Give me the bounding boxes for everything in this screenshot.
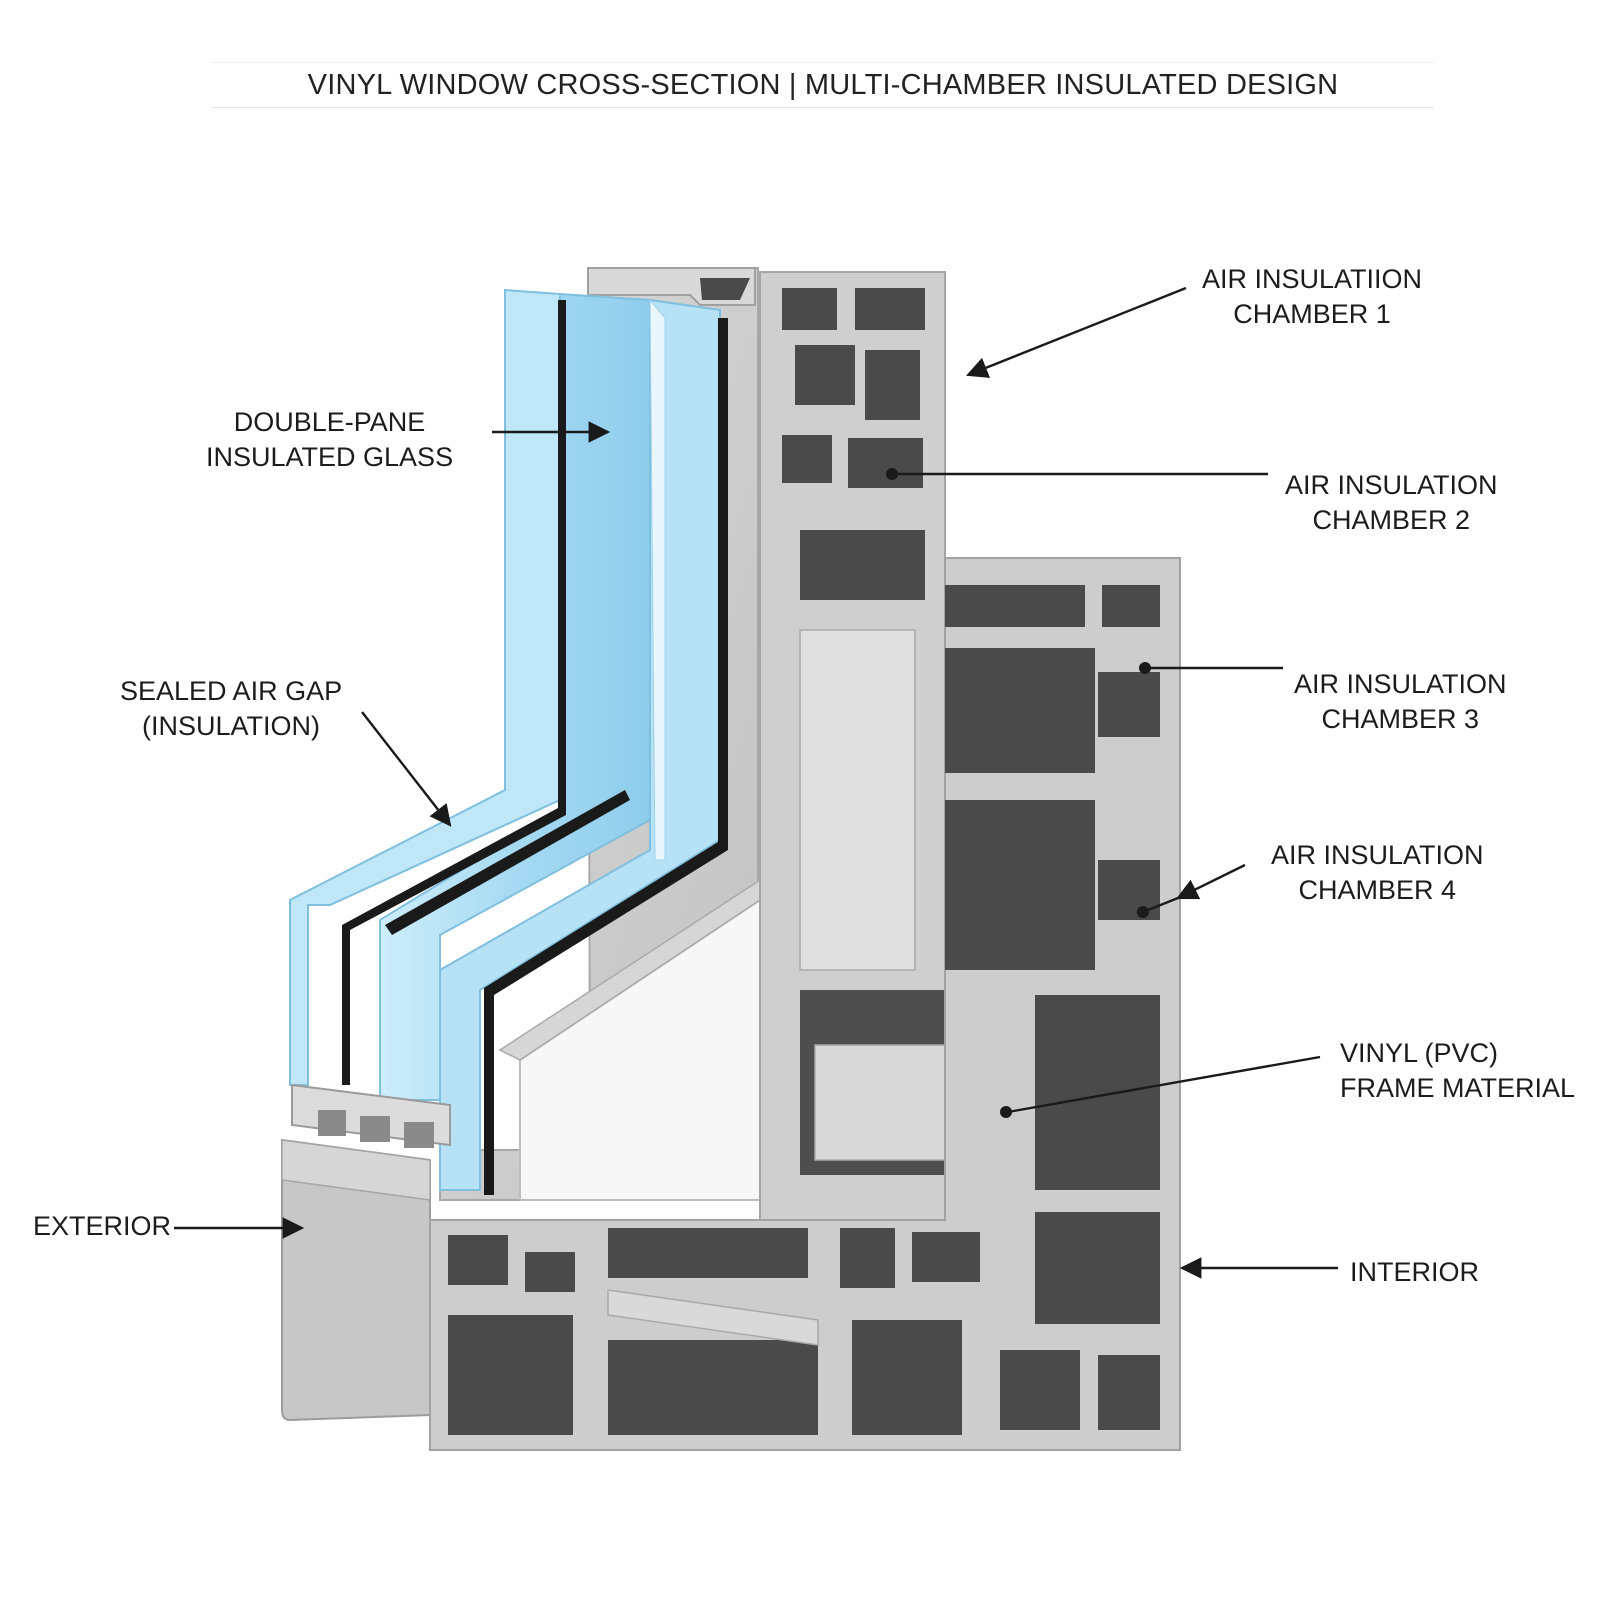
chamber-1 [782, 288, 925, 420]
leader-chamber-4-tail [1142, 896, 1179, 914]
label-double-pane-glass: DOUBLE-PANE INSULATED GLASS [206, 405, 453, 475]
label-chamber-2: AIR INSULATION CHAMBER 2 [1285, 468, 1498, 538]
label-line: AIR INSULATION [1285, 470, 1498, 500]
frame-right-body [429, 557, 1181, 1451]
label-chamber-3: AIR INSULATION CHAMBER 3 [1294, 667, 1507, 737]
label-vinyl-frame: VINYL (PVC) FRAME MATERIAL [1340, 1036, 1575, 1106]
label-line: INTERIOR [1350, 1257, 1480, 1287]
leader-chamber-1 [965, 286, 1187, 378]
label-sealed-air-gap: SEALED AIR GAP (INSULATION) [120, 674, 342, 744]
leader-chamber-4 [1176, 863, 1246, 900]
label-line: EXTERIOR [33, 1211, 172, 1241]
sash-top-slot [700, 278, 750, 300]
label-chamber-1: AIR INSULATIION CHAMBER 1 [1202, 262, 1422, 332]
chamber-2 [782, 435, 925, 600]
label-line: (INSULATION) [142, 711, 321, 741]
label-line: AIR INSULATIION [1202, 264, 1423, 294]
glazing-sill [291, 1083, 451, 1148]
label-line: AIR INSULATION [1271, 840, 1484, 870]
chamber-3 [945, 585, 1160, 773]
label-line: DOUBLE-PANE [233, 407, 426, 437]
label-line: VINYL (PVC) [1340, 1038, 1499, 1068]
title-band: VINYL WINDOW CROSS-SECTION | MULTI-CHAMB… [212, 62, 1434, 108]
leader-dots [886, 468, 1151, 1118]
chamber-4 [945, 800, 1160, 970]
exterior-sill-face [281, 1138, 431, 1422]
label-line: CHAMBER 3 [1321, 704, 1480, 734]
label-interior: INTERIOR [1350, 1255, 1479, 1290]
label-line: INSULATED GLASS [206, 442, 454, 472]
label-line: SEALED AIR GAP [120, 676, 343, 706]
center-channel [799, 629, 916, 971]
label-line: AIR INSULATION [1294, 669, 1507, 699]
leader-frame [1007, 1055, 1321, 1114]
label-line: CHAMBER 1 [1233, 299, 1391, 329]
bottom-sill-chambers [448, 1228, 980, 1435]
leader-air-gap [361, 711, 452, 827]
label-line: CHAMBER 4 [1298, 875, 1457, 905]
glass-assembly [289, 288, 728, 1195]
label-line: CHAMBER 2 [1312, 505, 1471, 535]
diagram-title: VINYL WINDOW CROSS-SECTION | MULTI-CHAMB… [307, 68, 1339, 101]
label-line: FRAME MATERIAL [1340, 1073, 1576, 1103]
label-exterior: EXTERIOR [33, 1209, 171, 1244]
leader-lines [174, 286, 1338, 1279]
label-chamber-4: AIR INSULATION CHAMBER 4 [1271, 838, 1484, 908]
